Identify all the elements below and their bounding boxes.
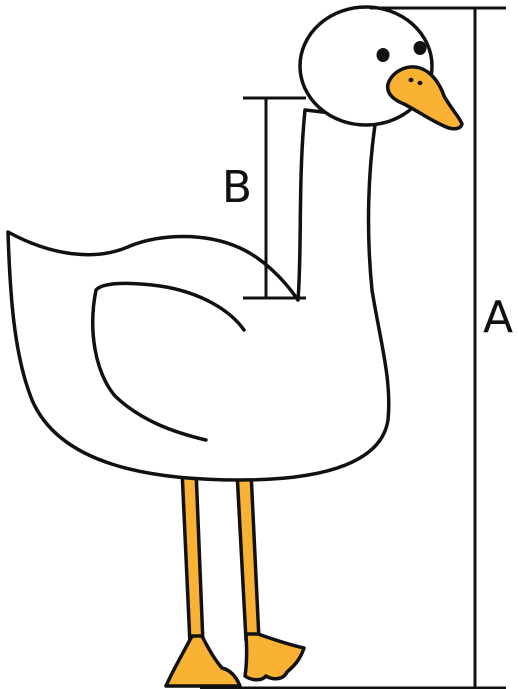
wing [91, 281, 246, 442]
front-foot [243, 632, 306, 682]
dimension-b: B [222, 96, 306, 300]
dimension-a-label: A [483, 292, 513, 343]
front-leg [235, 470, 261, 642]
beak [385, 65, 464, 131]
dimension-b-label: B [222, 162, 252, 213]
legs [180, 468, 261, 646]
nostril-right [417, 80, 423, 86]
eye-left [376, 48, 390, 62]
back-foot [164, 634, 242, 688]
nostril-left [408, 77, 414, 83]
feet [164, 632, 306, 688]
dimension-a: A [200, 6, 513, 689]
back-leg [180, 468, 205, 646]
eye-right [413, 41, 427, 55]
